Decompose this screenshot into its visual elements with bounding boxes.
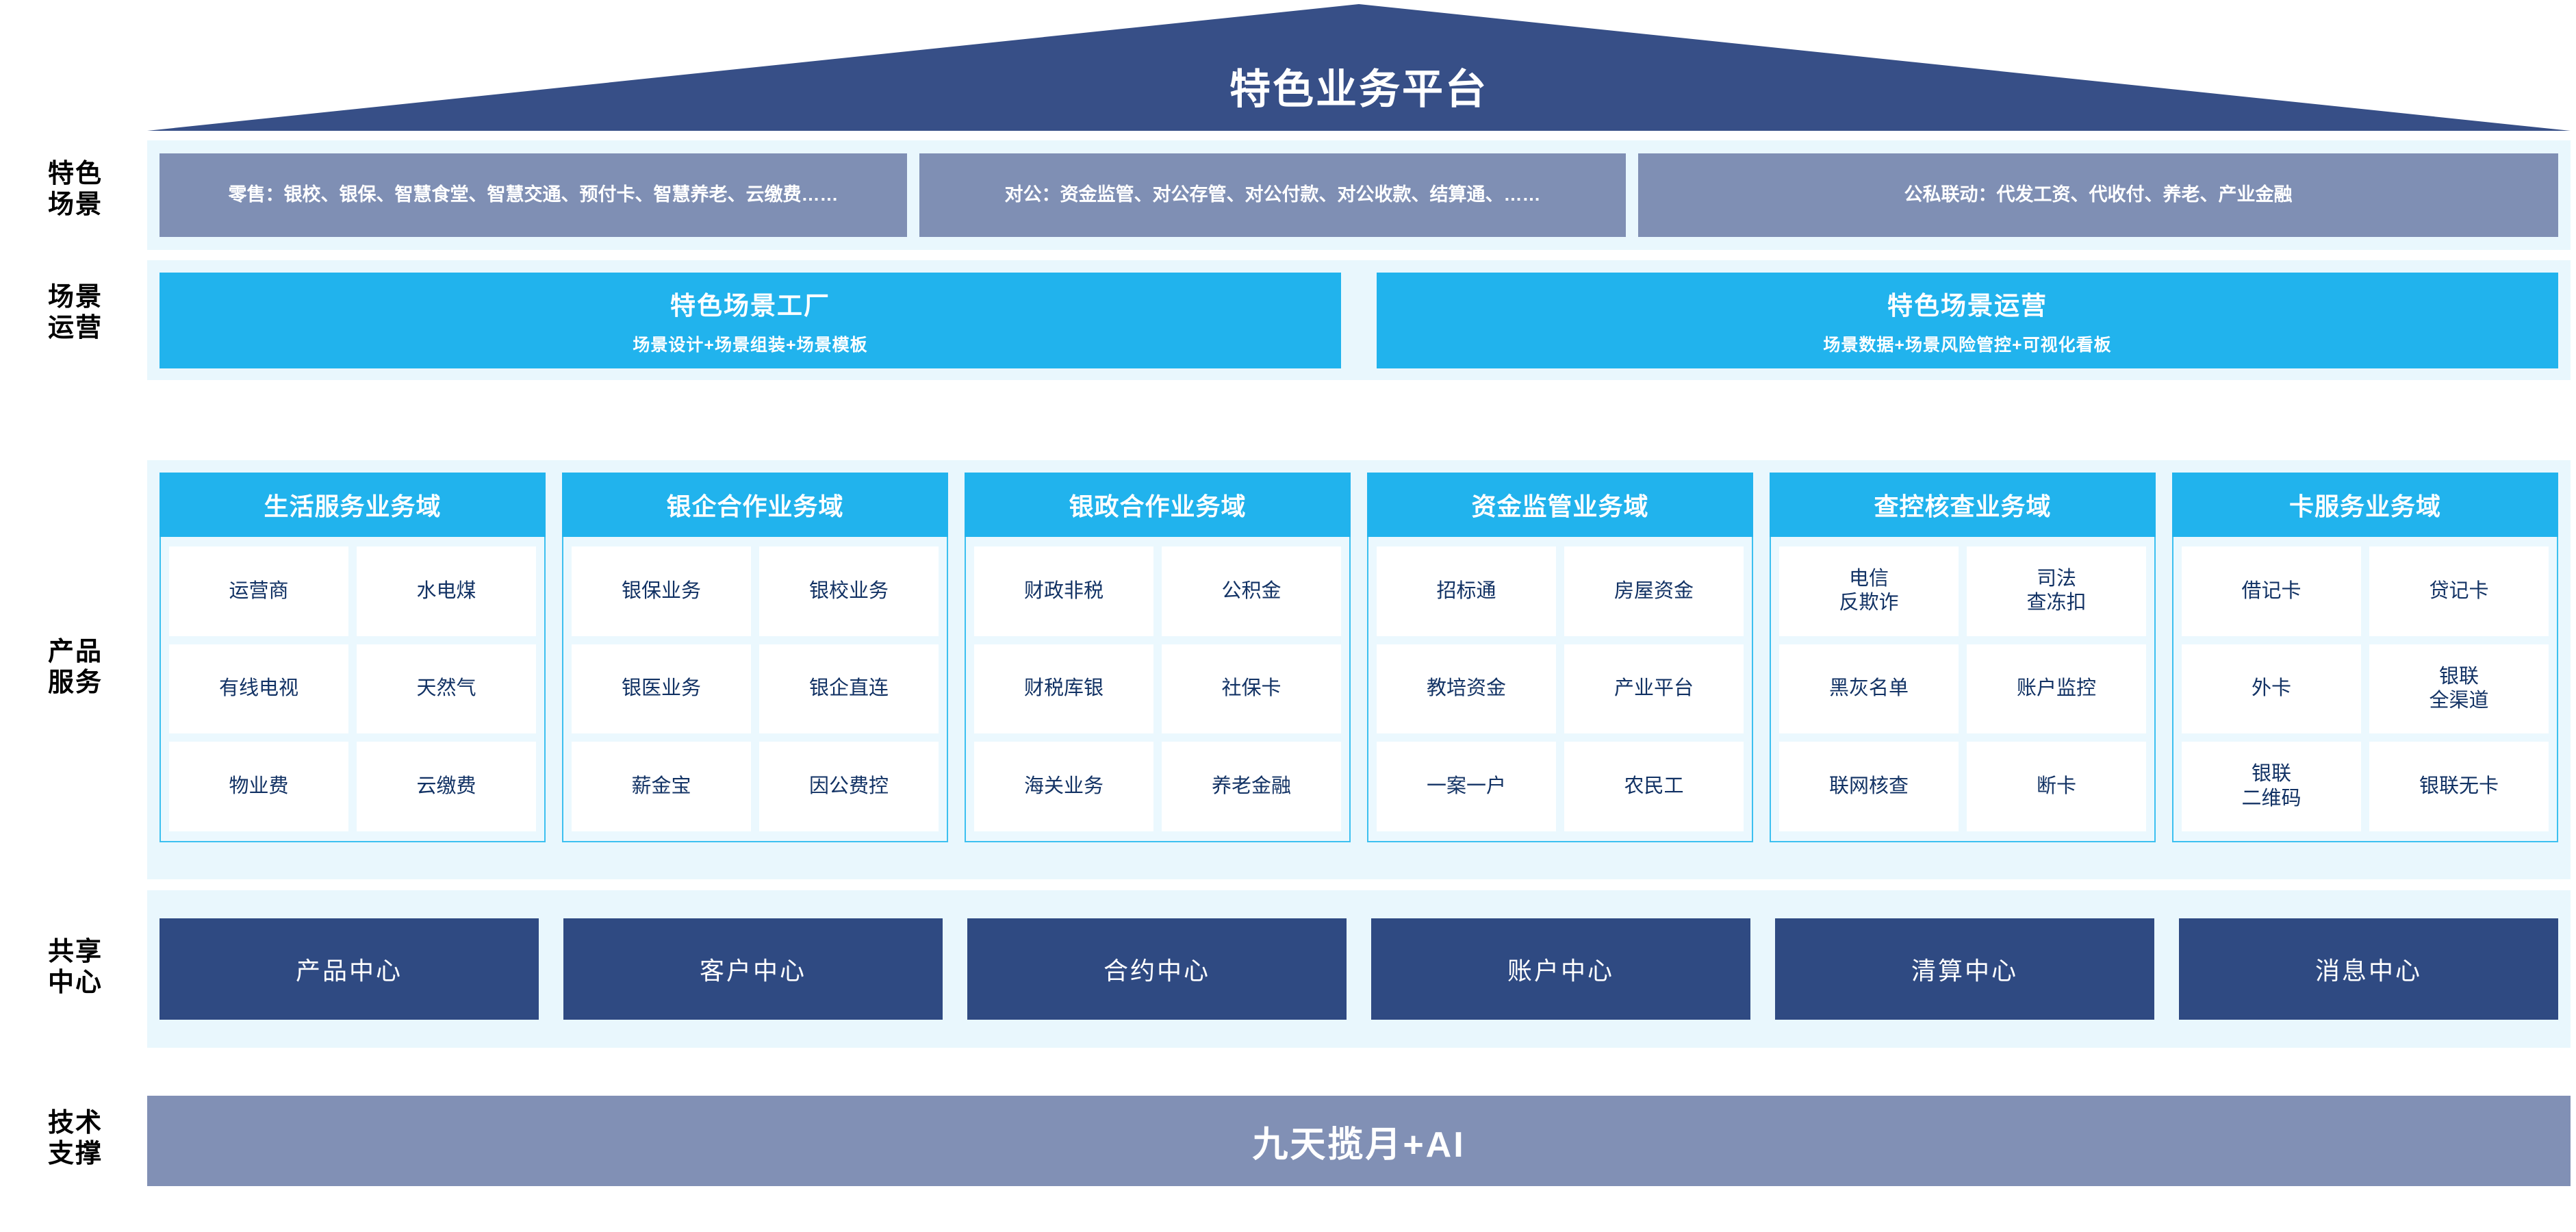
product-column-body: 电信反欺诈 司法查冻扣 黑灰名单 账户监控 联网核查 断卡 xyxy=(1770,537,2156,842)
product-cell[interactable]: 银保业务 xyxy=(572,546,751,636)
scenario-band: 零售：银校、银保、智慧食堂、智慧交通、预付卡、智慧养老、云缴费…… 对公：资金监… xyxy=(147,140,2571,250)
platform-header: 特色业务平台 xyxy=(147,4,2571,131)
product-cell[interactable]: 财税库银 xyxy=(974,644,1153,734)
row-label-tech: 技术 支撑 xyxy=(14,1108,137,1170)
product-cell[interactable]: 外卡 xyxy=(2182,644,2361,734)
shared-center-box[interactable]: 账户中心 xyxy=(1371,918,1750,1020)
row-label-line1: 技术 xyxy=(47,1109,103,1137)
product-cell[interactable]: 海关业务 xyxy=(974,742,1153,831)
product-cell[interactable]: 运营商 xyxy=(169,546,348,636)
product-column-body: 运营商 水电煤 有线电视 天然气 物业费 云缴费 xyxy=(160,537,546,842)
row-label-line2: 运营 xyxy=(47,313,103,342)
product-column-title: 银企合作业务域 xyxy=(562,473,948,537)
product-cell[interactable]: 天然气 xyxy=(357,644,536,734)
shared-center-band: 产品中心 客户中心 合约中心 账户中心 清算中心 消息中心 xyxy=(147,890,2571,1048)
operation-subtitle: 场景数据+场景风险管控+可视化看板 xyxy=(1823,335,2112,355)
product-column-title: 卡服务业务域 xyxy=(2172,473,2558,537)
operation-box-factory[interactable]: 特色场景工厂 场景设计+场景组装+场景模板 xyxy=(160,272,1341,368)
product-column: 银政合作业务域 财政非税 公积金 财税库银 社保卡 海关业务 养老金融 xyxy=(965,473,1351,842)
page-title: 特色业务平台 xyxy=(1229,66,1488,112)
scenario-box-retail[interactable]: 零售：银校、银保、智慧食堂、智慧交通、预付卡、智慧养老、云缴费…… xyxy=(160,153,907,237)
product-cell[interactable]: 产业平台 xyxy=(1564,644,1744,734)
product-cell[interactable]: 物业费 xyxy=(169,742,348,831)
row-label-line2: 中心 xyxy=(47,968,103,997)
product-cell[interactable]: 财政非税 xyxy=(974,546,1153,636)
row-label-line2: 支撑 xyxy=(47,1139,103,1168)
product-column-title: 查控核查业务域 xyxy=(1770,473,2156,537)
product-column-title: 资金监管业务域 xyxy=(1367,473,1753,537)
product-cell[interactable]: 房屋资金 xyxy=(1564,546,1744,636)
product-cell[interactable]: 司法查冻扣 xyxy=(1967,546,2146,636)
product-column: 资金监管业务域 招标通 房屋资金 教培资金 产业平台 一案一户 农民工 xyxy=(1367,473,1753,842)
product-column: 银企合作业务域 银保业务 银校业务 银医业务 银企直连 薪金宝 因公费控 xyxy=(562,473,948,842)
product-cell[interactable]: 云缴费 xyxy=(357,742,536,831)
row-label-line1: 共享 xyxy=(47,938,103,966)
product-cell[interactable]: 电信反欺诈 xyxy=(1779,546,1959,636)
product-column: 卡服务业务域 借记卡 贷记卡 外卡 银联全渠道 银联二维码 银联无卡 xyxy=(2172,473,2558,842)
scenario-box-linkage[interactable]: 公私联动：代发工资、代收付、养老、产业金融 xyxy=(1638,153,2558,237)
operation-title: 特色场景工厂 xyxy=(670,291,830,320)
tech-support-band: 九天揽月+AI xyxy=(147,1096,2571,1186)
product-column-body: 招标通 房屋资金 教培资金 产业平台 一案一户 农民工 xyxy=(1367,537,1753,842)
product-cell[interactable]: 银联二维码 xyxy=(2182,742,2361,831)
product-column-title: 银政合作业务域 xyxy=(965,473,1351,537)
row-label-scenario: 特色 场景 xyxy=(14,159,137,221)
product-column-title: 生活服务业务域 xyxy=(160,473,546,537)
product-column-body: 借记卡 贷记卡 外卡 银联全渠道 银联二维码 银联无卡 xyxy=(2172,537,2558,842)
product-cell[interactable]: 银联无卡 xyxy=(2369,742,2549,831)
product-service-band: 生活服务业务域 运营商 水电煤 有线电视 天然气 物业费 云缴费 银企合作业务域… xyxy=(147,460,2571,879)
product-column: 查控核查业务域 电信反欺诈 司法查冻扣 黑灰名单 账户监控 联网核查 断卡 xyxy=(1770,473,2156,842)
product-column: 生活服务业务域 运营商 水电煤 有线电视 天然气 物业费 云缴费 xyxy=(160,473,546,842)
product-cell[interactable]: 因公费控 xyxy=(759,742,939,831)
product-cell[interactable]: 一案一户 xyxy=(1377,742,1556,831)
product-cell[interactable]: 联网核查 xyxy=(1779,742,1959,831)
product-cell[interactable]: 银联全渠道 xyxy=(2369,644,2549,734)
product-cell[interactable]: 农民工 xyxy=(1564,742,1744,831)
product-column-body: 银保业务 银校业务 银医业务 银企直连 薪金宝 因公费控 xyxy=(562,537,948,842)
product-cell[interactable]: 养老金融 xyxy=(1162,742,1341,831)
product-cell[interactable]: 断卡 xyxy=(1967,742,2146,831)
product-cell[interactable]: 贷记卡 xyxy=(2369,546,2549,636)
shared-center-box[interactable]: 清算中心 xyxy=(1775,918,2154,1020)
row-label-line2: 服务 xyxy=(47,668,103,697)
product-cell[interactable]: 社保卡 xyxy=(1162,644,1341,734)
product-cell[interactable]: 有线电视 xyxy=(169,644,348,734)
row-label-shared: 共享 中心 xyxy=(14,937,137,998)
row-label-line1: 特色 xyxy=(47,160,103,188)
product-cell[interactable]: 银医业务 xyxy=(572,644,751,734)
tech-support-title: 九天揽月+AI xyxy=(1252,1124,1466,1165)
product-cell[interactable]: 公积金 xyxy=(1162,546,1341,636)
row-label-line1: 场景 xyxy=(47,283,103,312)
product-cell[interactable]: 招标通 xyxy=(1377,546,1556,636)
row-label-line2: 场景 xyxy=(47,190,103,219)
shared-center-box[interactable]: 客户中心 xyxy=(563,918,943,1020)
operation-title: 特色场景运营 xyxy=(1887,291,2048,320)
row-label-product: 产品 服务 xyxy=(14,637,137,699)
product-cell[interactable]: 黑灰名单 xyxy=(1779,644,1959,734)
shared-center-box[interactable]: 产品中心 xyxy=(160,918,539,1020)
shared-center-box[interactable]: 消息中心 xyxy=(2179,918,2558,1020)
row-label-line1: 产品 xyxy=(47,638,103,666)
product-cell[interactable]: 薪金宝 xyxy=(572,742,751,831)
product-column-body: 财政非税 公积金 财税库银 社保卡 海关业务 养老金融 xyxy=(965,537,1351,842)
product-cell[interactable]: 账户监控 xyxy=(1967,644,2146,734)
row-label-operation: 场景 运营 xyxy=(14,282,137,344)
product-cell[interactable]: 借记卡 xyxy=(2182,546,2361,636)
operation-subtitle: 场景设计+场景组装+场景模板 xyxy=(633,335,868,355)
operation-band: 特色场景工厂 场景设计+场景组装+场景模板 特色场景运营 场景数据+场景风险管控… xyxy=(147,260,2571,380)
product-cell[interactable]: 银校业务 xyxy=(759,546,939,636)
product-cell[interactable]: 银企直连 xyxy=(759,644,939,734)
shared-center-box[interactable]: 合约中心 xyxy=(967,918,1347,1020)
product-cell[interactable]: 教培资金 xyxy=(1377,644,1556,734)
operation-box-operations[interactable]: 特色场景运营 场景数据+场景风险管控+可视化看板 xyxy=(1377,272,2558,368)
product-cell[interactable]: 水电煤 xyxy=(357,546,536,636)
scenario-box-corporate[interactable]: 对公：资金监管、对公存管、对公付款、对公收款、结算通、…… xyxy=(919,153,1626,237)
